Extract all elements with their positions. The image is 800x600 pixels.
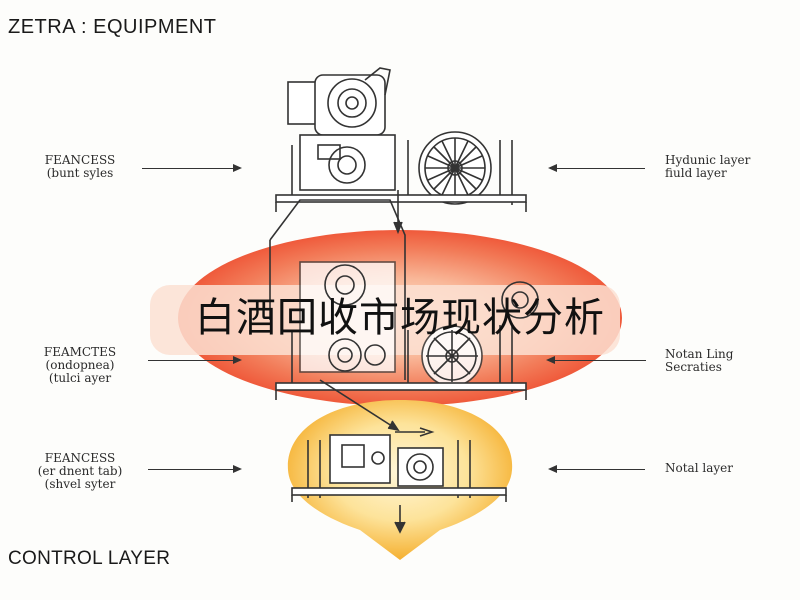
middle-platform: [275, 382, 527, 391]
middle-gear: [324, 264, 366, 306]
diagram-title: ZETRA : EQUIPMENT: [8, 16, 217, 38]
layer2-left-arrow: [148, 356, 242, 364]
control-layer-title: CONTROL LAYER: [8, 548, 171, 569]
layer3-right-label: Notal layer: [665, 461, 733, 475]
layer3-left-label: FEANCESS (er dnent tab) (shvel syter: [37, 451, 123, 491]
layer3-right-arrow: [548, 465, 645, 473]
layer3-left-arrow: [148, 465, 242, 473]
banner-title: 白酒回收市场现状分析: [195, 295, 605, 341]
top-motor-housing: [314, 74, 386, 136]
top-motor-wheel: [327, 78, 377, 128]
layer2-right-arrow: [546, 356, 646, 364]
layer1-right-label: Hydunic layer fiuld layer: [665, 153, 751, 180]
top-monitor: [287, 81, 319, 125]
bottom-control-box: [329, 434, 391, 484]
top-machine-body: [299, 134, 396, 191]
layer1-left-arrow: [142, 164, 242, 172]
layer1-right-arrow: [548, 164, 645, 172]
layer2-right-label: Notan Ling Secraties: [665, 347, 734, 374]
layer2-left-label: FEAMCTES (ondopnea) (tulci ayer: [43, 345, 117, 385]
top-platform: [275, 194, 527, 203]
top-gear: [328, 146, 366, 184]
bottom-platform: [291, 487, 507, 496]
middle-machine-body: [299, 261, 396, 373]
layer1-left-label: FEANCESS (bunt syles: [44, 153, 116, 180]
